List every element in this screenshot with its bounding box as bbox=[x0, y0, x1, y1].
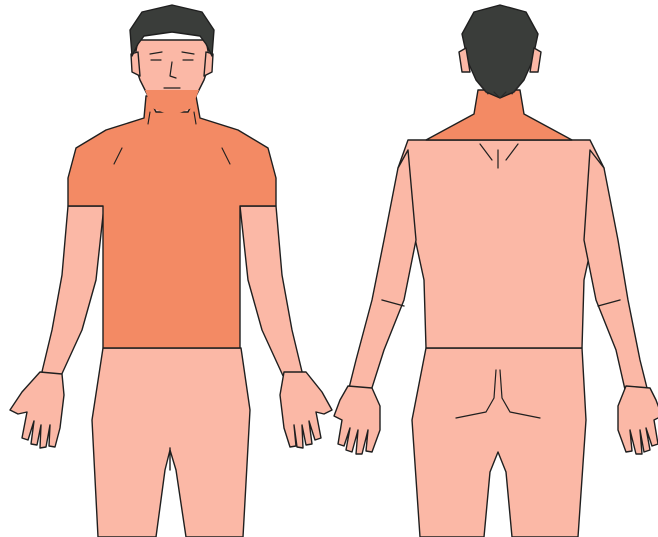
back-figure bbox=[334, 5, 658, 537]
back-legs bbox=[412, 348, 586, 537]
back-torso bbox=[398, 140, 604, 348]
back-right-arm bbox=[584, 150, 648, 394]
front-right-arm bbox=[240, 206, 304, 380]
back-right-hand bbox=[618, 386, 658, 454]
back-head bbox=[462, 5, 538, 98]
back-left-hand bbox=[334, 386, 380, 454]
front-legs bbox=[92, 348, 250, 537]
front-left-arm bbox=[40, 206, 104, 380]
front-left-hand bbox=[10, 372, 64, 448]
front-right-hand bbox=[280, 372, 332, 448]
front-figure bbox=[10, 5, 332, 537]
back-left-arm bbox=[348, 150, 416, 394]
